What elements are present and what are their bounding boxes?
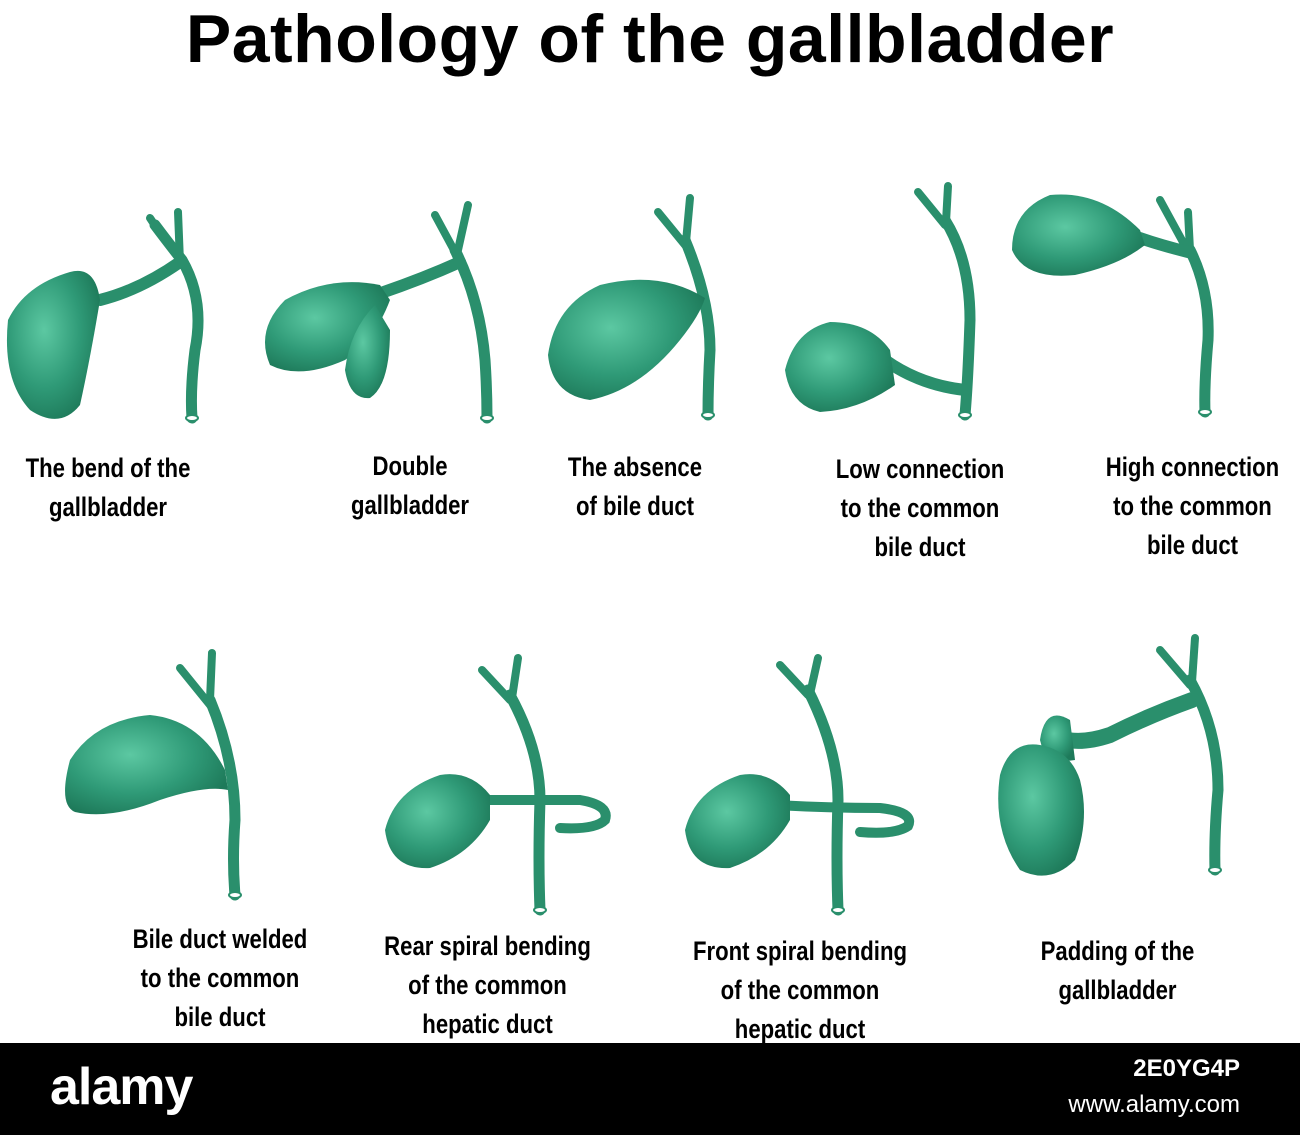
label-line: hepatic duct (422, 1009, 553, 1039)
padding-gallbladder-figure (998, 634, 1224, 876)
label-double: Double gallbladder (320, 447, 500, 525)
absence-bile-duct-figure (548, 194, 716, 421)
page-title: Pathology of the gallbladder (185, 1, 1115, 77)
label-line: Double (372, 451, 448, 481)
label-absence: The absence of bile duct (549, 448, 721, 526)
label-line: to the common (1113, 491, 1272, 521)
label-high-connection: High connection to the common bile duct (1104, 448, 1280, 565)
illustration-canvas (6, 182, 1224, 916)
label-line: gallbladder (48, 492, 168, 522)
label-line: of bile duct (575, 491, 695, 521)
label-line: Rear spiral bending (384, 931, 591, 961)
label-padding: Padding of the gallbladder (1025, 932, 1210, 1010)
gallbladder-bend-figure (6, 208, 204, 424)
bile-duct-welded-figure (65, 649, 242, 901)
label-line: to the common (140, 963, 300, 993)
label-line: gallbladder (350, 490, 470, 520)
label-line: The absence (567, 452, 703, 482)
label-low-connection: Low connection to the common bile duct (826, 450, 1015, 567)
label-line: bile duct (874, 532, 966, 562)
label-line: to the common (840, 493, 1000, 523)
label-line: Bile duct welded (132, 924, 308, 954)
watermark-footer: alamy 2E0YG4P www.alamy.com (0, 1043, 1300, 1135)
low-connection-figure (785, 182, 976, 421)
front-spiral-figure (685, 654, 915, 916)
label-front-spiral: Front spiral bending of the common hepat… (681, 932, 919, 1049)
label-line: of the common (408, 970, 567, 1000)
double-gallbladder-figure (265, 201, 494, 424)
alamy-logo: alamy (50, 1058, 193, 1116)
label-line: hepatic duct (734, 1014, 866, 1044)
label-bend: The bend of the gallbladder (19, 449, 196, 527)
label-line: Padding of the (1040, 936, 1195, 966)
label-line: Front spiral bending (692, 936, 908, 966)
label-line: Low connection (835, 454, 1005, 484)
rear-spiral-figure (385, 654, 611, 916)
label-line: bile duct (174, 1002, 266, 1032)
image-id: 2E0YG4P (1133, 1055, 1240, 1082)
label-line: gallbladder (1058, 975, 1177, 1005)
label-line: bile duct (1146, 530, 1239, 560)
label-line: of the common (720, 975, 880, 1005)
label-line: High connection (1105, 452, 1280, 482)
high-connection-figure (1012, 194, 1214, 418)
site-url: www.alamy.com (1068, 1091, 1240, 1118)
label-line: The bend of the (25, 453, 191, 483)
label-welded: Bile duct welded to the common bile duct (118, 920, 323, 1037)
label-rear-spiral: Rear spiral bending of the common hepati… (375, 927, 601, 1044)
